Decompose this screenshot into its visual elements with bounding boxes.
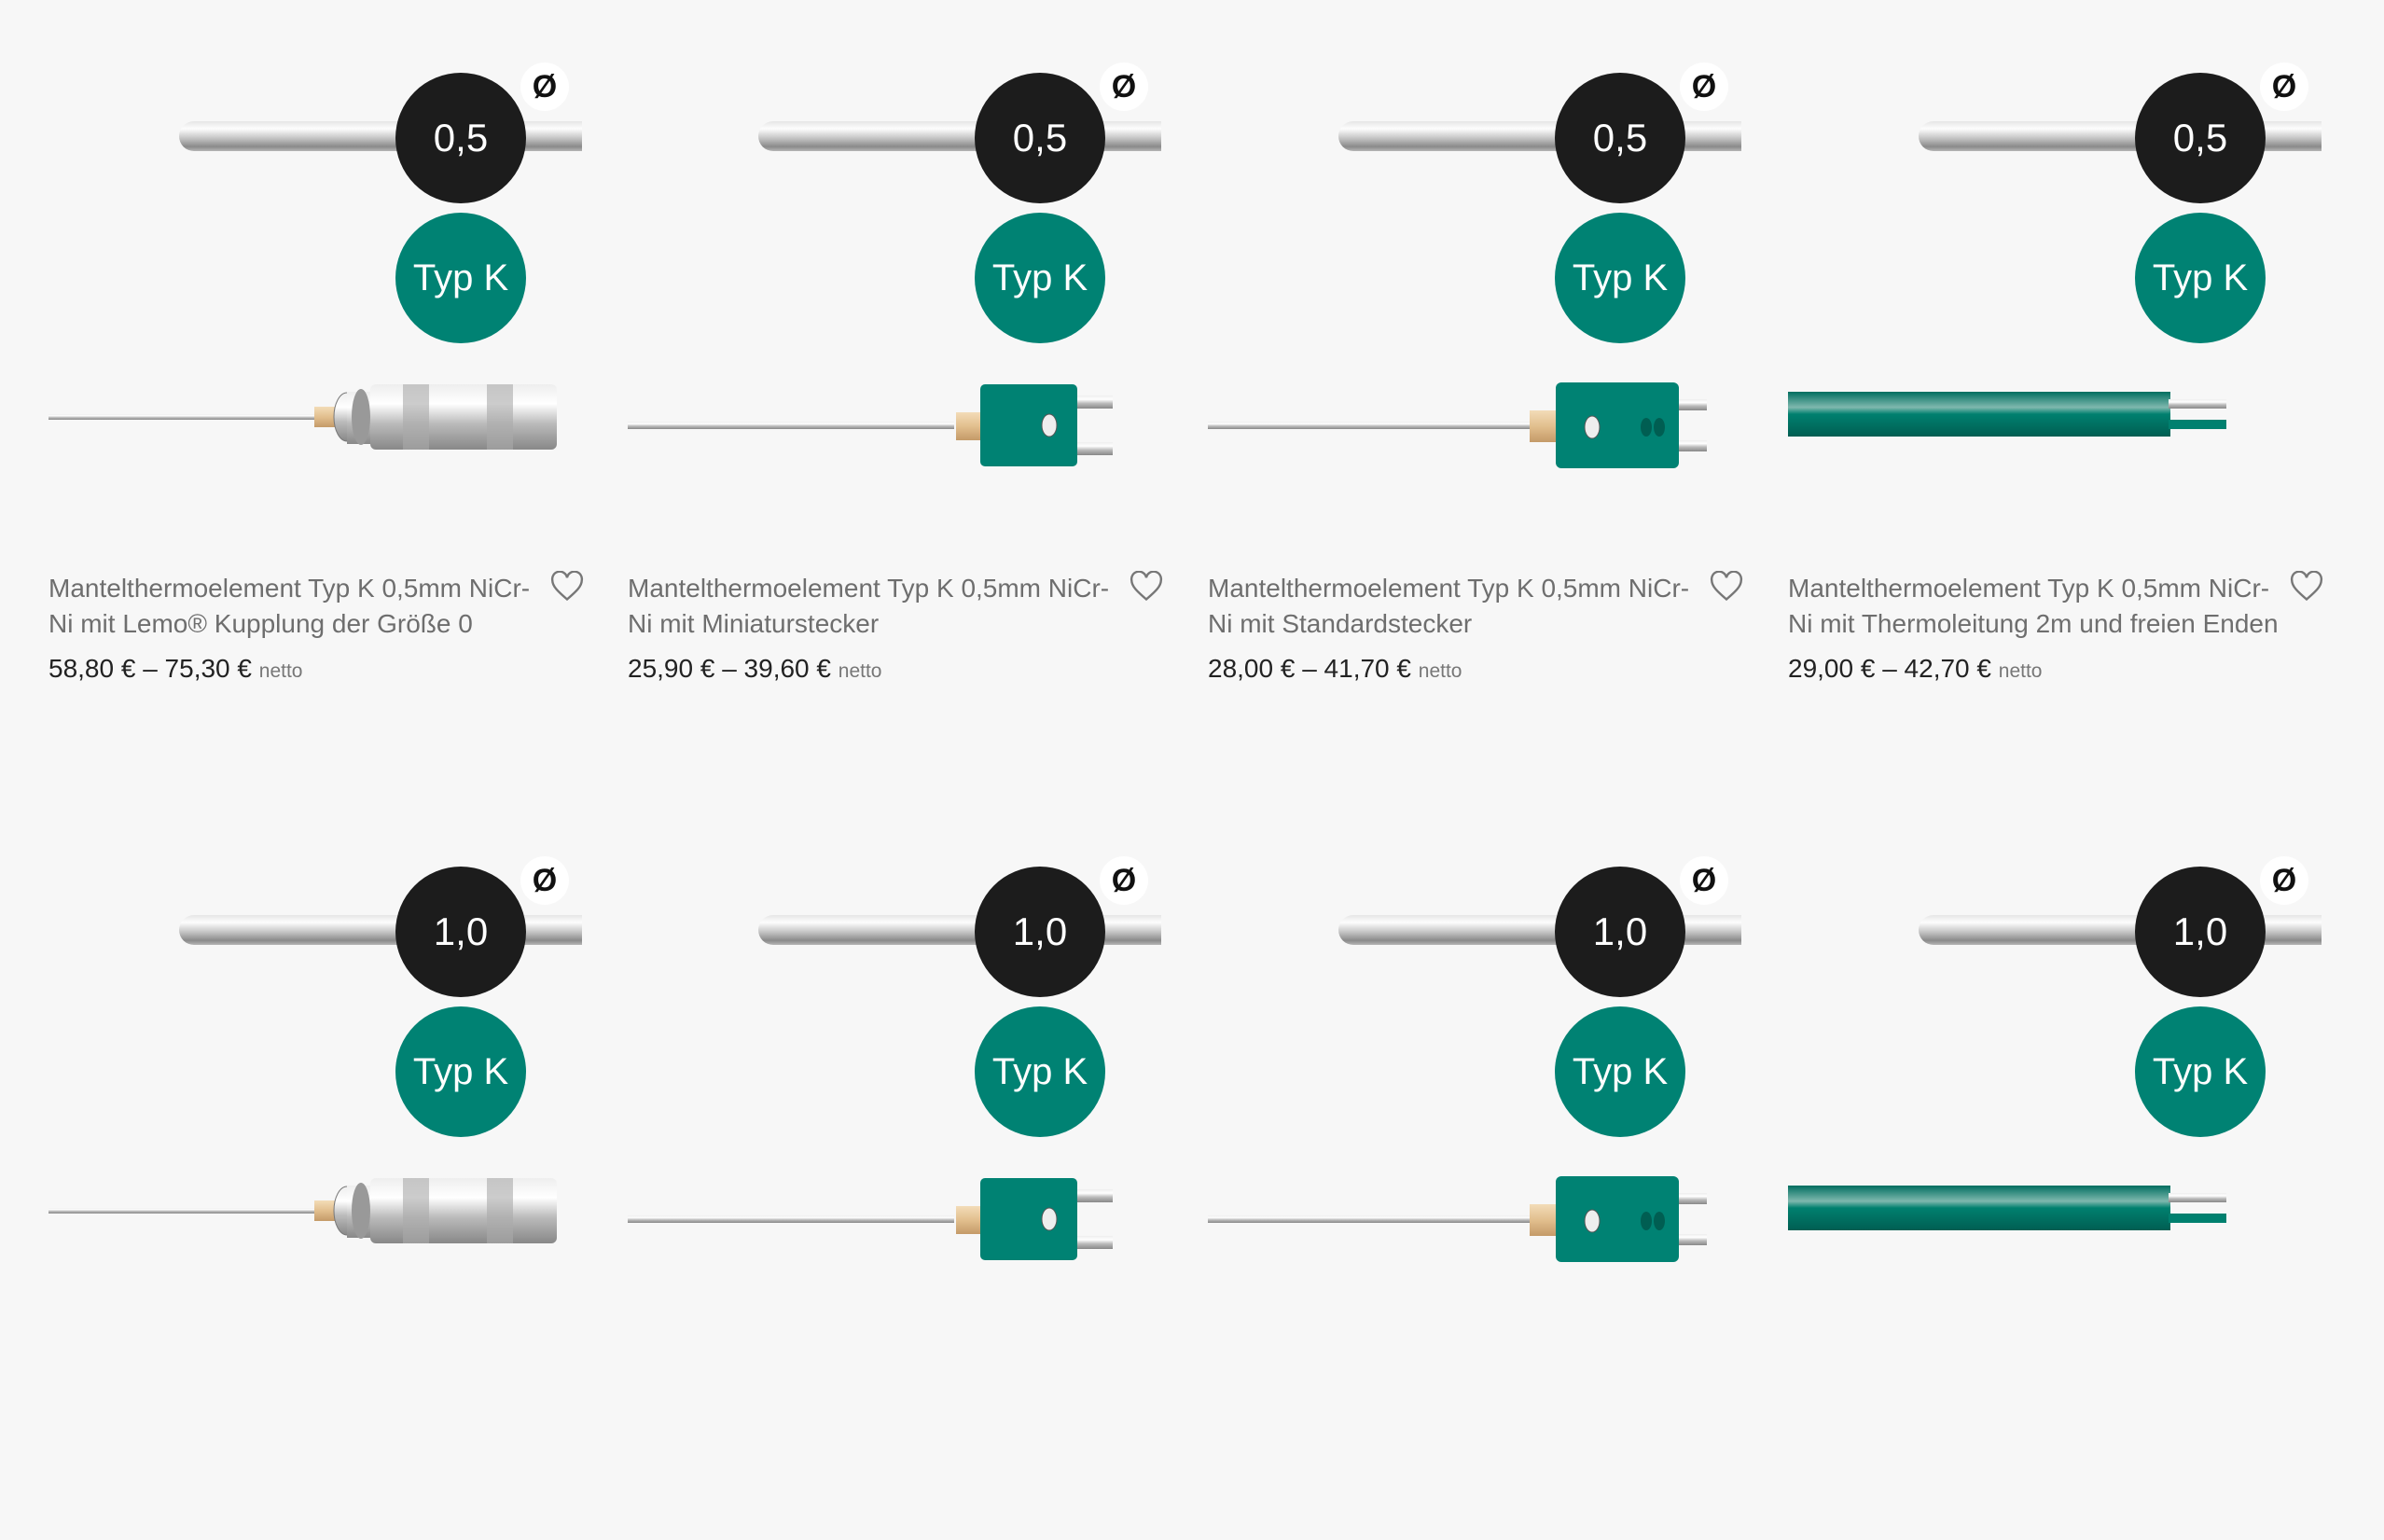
- diameter-symbol: Ø: [1691, 862, 1717, 898]
- diameter-badge: 1,0: [1555, 867, 1685, 997]
- thermocouple-type-badge: Typ K: [395, 1006, 526, 1137]
- diameter-symbol-icon: Ø: [1680, 62, 1728, 111]
- type-label: Typ K: [1572, 1050, 1669, 1092]
- product-title[interactable]: Mantelthermoelement Typ K 0,5mm NiCr-Ni …: [49, 571, 543, 689]
- type-label: Typ K: [2152, 1050, 2249, 1092]
- price-suffix: netto: [1418, 660, 1462, 682]
- diameter-badge: 0,5: [1555, 73, 1685, 203]
- type-label: Typ K: [2152, 257, 2249, 298]
- diameter-symbol: Ø: [532, 68, 558, 104]
- diameter-symbol: Ø: [532, 862, 558, 898]
- thermocouple-type-badge: Typ K: [2135, 1006, 2266, 1137]
- product-price: 29,00 € – 42,70 € netto: [1788, 651, 2282, 689]
- thermocouple-type-badge: Typ K: [2135, 213, 2266, 343]
- miniature-plug-image[interactable]: [628, 1167, 1169, 1269]
- cable-free-ends-image[interactable]: [1788, 373, 2329, 476]
- wishlist-heart-icon[interactable]: [1710, 571, 1743, 603]
- type-label: Typ K: [1572, 257, 1669, 298]
- diameter-symbol-icon: Ø: [1680, 856, 1728, 905]
- type-label: Typ K: [412, 1050, 509, 1092]
- product-card[interactable]: 1,0 Ø Typ K: [1788, 794, 2329, 1540]
- lemo-connector-image[interactable]: [49, 373, 589, 476]
- product-title[interactable]: Mantelthermoelement Typ K 0,5mm NiCr-Ni …: [628, 571, 1122, 689]
- product-card[interactable]: 0,5 Ø Typ K Mantelthermoelement Typ K 0,…: [1208, 0, 1749, 746]
- diameter-badge: 0,5: [395, 73, 526, 203]
- price-range: 28,00 € – 41,70 €: [1208, 654, 1411, 683]
- lemo-connector-image[interactable]: [49, 1167, 589, 1269]
- diameter-symbol: Ø: [1691, 68, 1717, 104]
- diameter-symbol: Ø: [2271, 68, 2297, 104]
- product-price: 58,80 € – 75,30 € netto: [49, 651, 543, 689]
- product-title[interactable]: Mantelthermoelement Typ K 0,5mm NiCr-Ni …: [1788, 571, 2282, 689]
- diameter-value: 0,5: [2172, 116, 2228, 160]
- product-title-text[interactable]: Mantelthermoelement Typ K 0,5mm NiCr-Ni …: [1788, 574, 2279, 638]
- diameter-symbol-icon: Ø: [520, 856, 569, 905]
- diameter-badge: 0,5: [2135, 73, 2266, 203]
- diameter-value: 0,5: [1592, 116, 1648, 160]
- diameter-value: 0,5: [1012, 116, 1068, 160]
- product-card[interactable]: 1,0 Ø Typ K: [49, 794, 589, 1540]
- wishlist-heart-icon[interactable]: [550, 571, 584, 603]
- type-label: Typ K: [412, 257, 509, 298]
- standard-plug-image[interactable]: [1208, 373, 1749, 476]
- product-card[interactable]: 1,0 Ø Typ K: [628, 794, 1169, 1540]
- thermocouple-type-badge: Typ K: [975, 1006, 1105, 1137]
- diameter-symbol: Ø: [1111, 862, 1137, 898]
- diameter-symbol-icon: Ø: [1100, 62, 1148, 111]
- thermocouple-type-badge: Typ K: [1555, 213, 1685, 343]
- price-range: 58,80 € – 75,30 €: [49, 654, 252, 683]
- product-price: 28,00 € – 41,70 € netto: [1208, 651, 1702, 689]
- price-suffix: netto: [1998, 660, 2043, 682]
- diameter-symbol: Ø: [2271, 862, 2297, 898]
- thermocouple-type-badge: Typ K: [975, 213, 1105, 343]
- diameter-badge: 0,5: [975, 73, 1105, 203]
- diameter-value: 1,0: [433, 909, 489, 953]
- diameter-symbol: Ø: [1111, 68, 1137, 104]
- diameter-value: 1,0: [1592, 909, 1648, 953]
- miniature-plug-image[interactable]: [628, 373, 1169, 476]
- diameter-value: 1,0: [1012, 909, 1068, 953]
- product-title[interactable]: Mantelthermoelement Typ K 0,5mm NiCr-Ni …: [1208, 571, 1702, 689]
- price-suffix: netto: [838, 660, 882, 682]
- product-title-text[interactable]: Mantelthermoelement Typ K 0,5mm NiCr-Ni …: [1208, 574, 1690, 638]
- standard-plug-image[interactable]: [1208, 1167, 1749, 1269]
- diameter-symbol-icon: Ø: [520, 62, 569, 111]
- thermocouple-type-badge: Typ K: [395, 213, 526, 343]
- price-range: 25,90 € – 39,60 €: [628, 654, 831, 683]
- diameter-symbol-icon: Ø: [2260, 62, 2308, 111]
- wishlist-heart-icon[interactable]: [1130, 571, 1163, 603]
- type-label: Typ K: [991, 1050, 1088, 1092]
- diameter-value: 0,5: [433, 116, 489, 160]
- product-card[interactable]: 1,0 Ø Typ K: [1208, 794, 1749, 1540]
- product-card[interactable]: 0,5 Ø Typ K Mantelthermoelement Typ K 0,…: [628, 0, 1169, 746]
- diameter-badge: 1,0: [2135, 867, 2266, 997]
- diameter-badge: 1,0: [975, 867, 1105, 997]
- price-range: 29,00 € – 42,70 €: [1788, 654, 1991, 683]
- product-price: 25,90 € – 39,60 € netto: [628, 651, 1122, 689]
- diameter-badge: 1,0: [395, 867, 526, 997]
- product-card[interactable]: 0,5 Ø Typ K Mantelthermoelement Typ K 0,…: [49, 0, 589, 746]
- product-title-text[interactable]: Mantelthermoelement Typ K 0,5mm NiCr-Ni …: [628, 574, 1110, 638]
- diameter-symbol-icon: Ø: [1100, 856, 1148, 905]
- wishlist-heart-icon[interactable]: [2290, 571, 2323, 603]
- cable-free-ends-image[interactable]: [1788, 1167, 2329, 1269]
- thermocouple-type-badge: Typ K: [1555, 1006, 1685, 1137]
- price-suffix: netto: [258, 660, 303, 682]
- product-card[interactable]: 0,5 Ø Typ K Mantelthermoelement Typ K 0,…: [1788, 0, 2329, 746]
- product-title-text[interactable]: Mantelthermoelement Typ K 0,5mm NiCr-Ni …: [49, 574, 531, 638]
- diameter-symbol-icon: Ø: [2260, 856, 2308, 905]
- diameter-value: 1,0: [2172, 909, 2228, 953]
- type-label: Typ K: [991, 257, 1088, 298]
